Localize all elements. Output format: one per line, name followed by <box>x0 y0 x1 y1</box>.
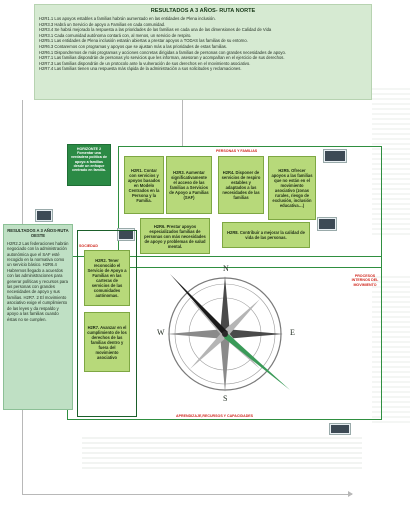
goal-box-h2r4: H2R4. Disponer de servicios de respiro e… <box>218 156 264 214</box>
result-line: H2R7.4 Las familias tienen una respuesta… <box>39 66 242 72</box>
result-line: H2R7.1 Las familias dispondrán de person… <box>39 55 285 61</box>
results-west-body: H2R2.2 Las federaciones habrán negociado… <box>7 240 69 322</box>
horizon-box: HORIZONTE 2 Fomentar una verdadera polít… <box>67 144 111 186</box>
connector-line <box>22 100 23 224</box>
result-line: H2R7.3 Las familias dispondrán de un pro… <box>39 60 251 66</box>
compass-rose-icon <box>167 274 290 392</box>
personas-familias-label: PERSONAS Y FAMILIAS <box>216 149 258 153</box>
results-north-title: RESULTADOS A 3 AÑOS- RUTA NORTE <box>150 8 256 14</box>
arrow-head-icon <box>348 491 353 497</box>
results-west-title: RESULTADOS A 3 AÑOS-RUTA OESTE <box>7 228 69 239</box>
result-line: H2R6.3 Contaremos con programas y apoyos… <box>39 43 228 49</box>
photo-image <box>318 218 336 230</box>
aprendizaje-label: APRENDIZAJE,RECURSOS Y CAPACIDADES <box>176 414 254 418</box>
sociedad-label: SOCIEDAD <box>79 244 98 248</box>
goal-box-h2r7: H2R7. Avanzar en el cumplimiento de los … <box>84 312 130 372</box>
faint-text-block <box>372 88 410 238</box>
result-line: H2R6.1 Dispondremos de más programas y a… <box>39 49 286 55</box>
personas-familias-frame <box>118 146 382 268</box>
faint-text-block <box>372 276 410 426</box>
results-west-box: RESULTADOS A 3 AÑOS-RUTA OESTE H2R2.2 La… <box>3 224 73 410</box>
photo-image <box>324 150 346 162</box>
goal-box-h2r3: H2R3. Aumentar significativamente el acc… <box>166 156 212 214</box>
compass-e: E <box>290 328 295 337</box>
compass-n: N <box>223 264 229 273</box>
results-north-box: RESULTADOS A 3 AÑOS- RUTA NORTE H2R1.1 L… <box>34 4 372 100</box>
connector-line <box>22 410 23 494</box>
photo-image <box>330 424 350 434</box>
connector-line <box>182 100 183 146</box>
goal-box-h2r8: H2R8. Contribuir a mejorar la calidad de… <box>222 222 310 248</box>
compass-s: S <box>223 394 228 403</box>
result-line: H2R3.3 Habrá un Servicio de apoyo a Fami… <box>39 21 166 27</box>
result-line: H2R3.4 Se habrá mejorado la respuesta a … <box>39 27 272 33</box>
result-line: H2R5.1 Las entidades de Plena inclusión … <box>39 38 248 44</box>
photo-image <box>36 210 52 221</box>
goal-box-h2r6: H2R6. Prestar apoyos especializados fami… <box>140 218 210 254</box>
compass-w: W <box>157 328 165 337</box>
faint-text-block <box>82 437 362 471</box>
result-line: H2R3.1 Cada comunidad autónoma contará c… <box>39 32 192 38</box>
connector-line <box>22 494 352 495</box>
sociedad-frame <box>77 230 137 417</box>
photo-image <box>118 229 134 240</box>
procesos-label: PROCESOS INTERNOS DEL MOVIMIENTO <box>351 274 379 287</box>
goal-box-h2r2: H2R2. Tener reconocido el Servicio de Ap… <box>84 250 130 306</box>
goal-box-h2r1: H2R1. Contar con servicios y apoyos basa… <box>124 156 164 214</box>
goal-box-h2r5: H2R5. Ofrecer apoyos a las familias que … <box>268 156 316 220</box>
result-line: H2R1.1 Los apoyos estables a familias ha… <box>39 16 216 21</box>
